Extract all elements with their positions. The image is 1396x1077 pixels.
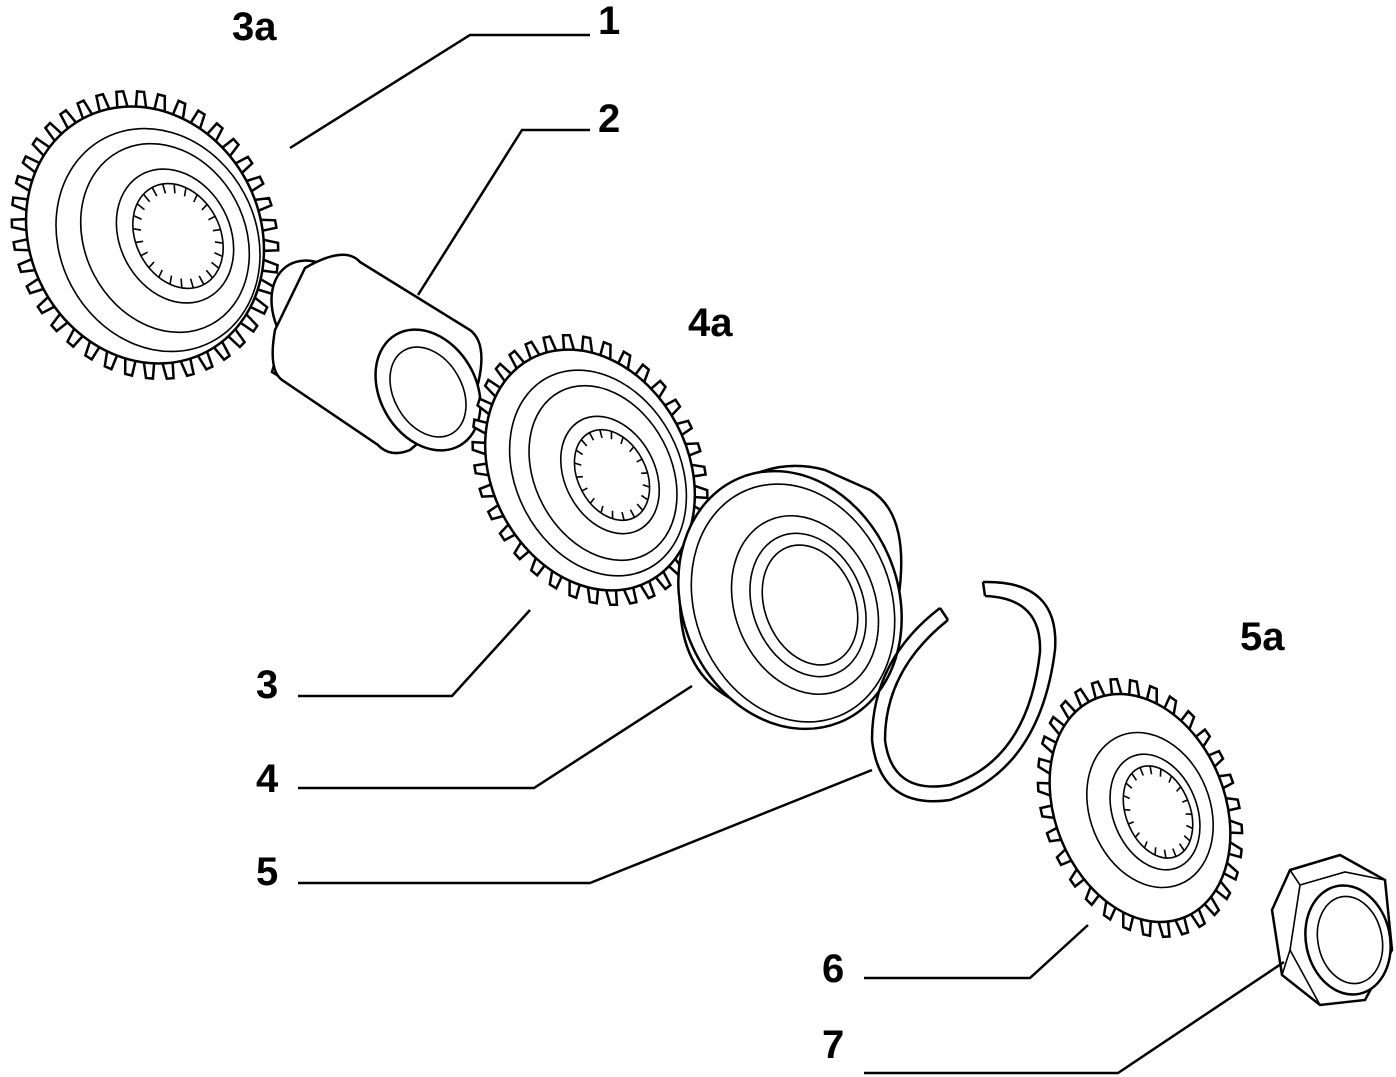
label-6: 6 <box>822 947 844 991</box>
gear-3-splines-line <box>636 503 644 511</box>
label-7: 7 <box>822 1023 844 1067</box>
leader-5 <box>298 768 873 885</box>
gear-3a-splines-line <box>136 203 145 211</box>
gear-6-splines-line <box>1159 768 1162 777</box>
gear-3-splines-line <box>600 505 604 514</box>
gear-3a-splines-line <box>158 269 163 278</box>
label-3: 3 <box>256 663 278 707</box>
gear-6-splines-line <box>1163 849 1167 859</box>
gear-3a-splines-line <box>142 193 151 203</box>
gear-3-splines-line <box>599 429 603 439</box>
gear-3-splines-line <box>621 511 625 521</box>
gear-6-splines-line <box>1143 841 1148 849</box>
label-5: 5 <box>256 850 278 894</box>
gear-6-splines-line <box>1128 821 1134 825</box>
gear-3a-splines-line <box>198 275 205 285</box>
gear-6-splines-line <box>1123 794 1130 800</box>
gear-6-splines-line <box>1183 835 1191 842</box>
leader-2 <box>416 128 590 296</box>
gear-3-splines-line <box>575 449 584 456</box>
leader-4 <box>298 684 693 790</box>
hex-nut-7[interactable] <box>1270 853 1396 1007</box>
gear-6-teeth-outline <box>1036 677 1244 939</box>
gear-6-splines <box>1123 765 1193 859</box>
gear-3-splines-line <box>642 484 650 488</box>
gear-3a-splines-line <box>140 251 148 257</box>
gear-3-splines-line <box>636 458 643 463</box>
gear-3a-splines-line <box>193 194 198 203</box>
gear-3-splines-line <box>580 439 588 447</box>
gear-3a-splines <box>132 183 224 289</box>
leader-3 <box>298 609 531 698</box>
gear-6-splines-line <box>1139 767 1144 776</box>
gear-3-splines-line <box>574 462 582 466</box>
gear-3-splines-line <box>589 497 595 504</box>
bushing-2[interactable] <box>253 244 502 470</box>
gear-3a-splines-line <box>132 228 142 231</box>
gear-3-splines <box>574 429 650 521</box>
gear-3a-splines-line <box>208 215 216 221</box>
gear-6-splines-line <box>1125 782 1133 789</box>
gear-6-splines-line <box>1168 775 1173 783</box>
label-5a: 5a <box>1240 615 1285 659</box>
gear-3a-splines-line <box>205 269 214 279</box>
gear-3a-splines-line <box>180 278 183 288</box>
gear-3a-teeth <box>10 89 280 381</box>
gear-3-splines-line <box>581 487 588 492</box>
gear-6[interactable] <box>1017 667 1263 949</box>
bearing-4[interactable] <box>640 437 939 763</box>
gear-3-splines-line <box>629 446 635 453</box>
gear-3a-splines-line <box>173 184 176 194</box>
gear-6-splines-line <box>1182 799 1188 803</box>
gear-6-splines-line <box>1149 765 1153 775</box>
label-3a: 3a <box>232 5 277 49</box>
snap-ring-5[interactable] <box>870 580 1057 803</box>
leader-7 <box>864 960 1285 1075</box>
gear-6-splines-line <box>1131 772 1138 781</box>
gear-6-splines-line <box>1186 824 1193 830</box>
gear-3a-splines-line <box>161 183 167 194</box>
gear-3[interactable] <box>444 313 735 628</box>
leader-6 <box>864 924 1089 980</box>
gear-3a-splines-line <box>201 203 208 211</box>
gear-6-teeth <box>1036 677 1244 939</box>
gear-3a-splines-line <box>189 278 195 289</box>
leader-lines <box>289 33 1285 1075</box>
gear-3-splines-line <box>588 432 595 441</box>
gear-3a-splines-line <box>214 251 223 258</box>
gear-6-splines-line <box>1154 847 1157 856</box>
gear-6-splines-line <box>1178 843 1185 852</box>
gear-3-splines-line <box>640 494 649 501</box>
gear-3a-splines-line <box>169 275 173 285</box>
label-4: 4 <box>256 757 279 801</box>
gear-3a-splines-line <box>133 214 142 221</box>
label-4a: 4a <box>688 301 733 345</box>
leader-1 <box>289 33 590 150</box>
gear-3a-splines-line <box>148 261 155 269</box>
gear-3a-splines-line <box>212 228 221 232</box>
gear-3a-splines-line <box>151 187 158 197</box>
gear-3a[interactable] <box>0 64 309 405</box>
gear-3-splines-line <box>620 436 624 445</box>
gear-3a-splines-line <box>211 261 220 269</box>
gear-3a-splines-line <box>214 241 224 244</box>
gear-6-splines-line <box>1175 786 1182 792</box>
gear-6-splines-line <box>1134 832 1141 838</box>
gear-6-splines-line <box>1172 848 1177 857</box>
gear-3a-splines-line <box>135 240 144 244</box>
gear-3a-teeth-outline <box>10 89 280 381</box>
gear-3-splines-line <box>629 509 636 518</box>
label-1: 1 <box>598 0 620 43</box>
gear-3a-splines-line <box>183 187 187 197</box>
label-2: 2 <box>598 97 620 141</box>
